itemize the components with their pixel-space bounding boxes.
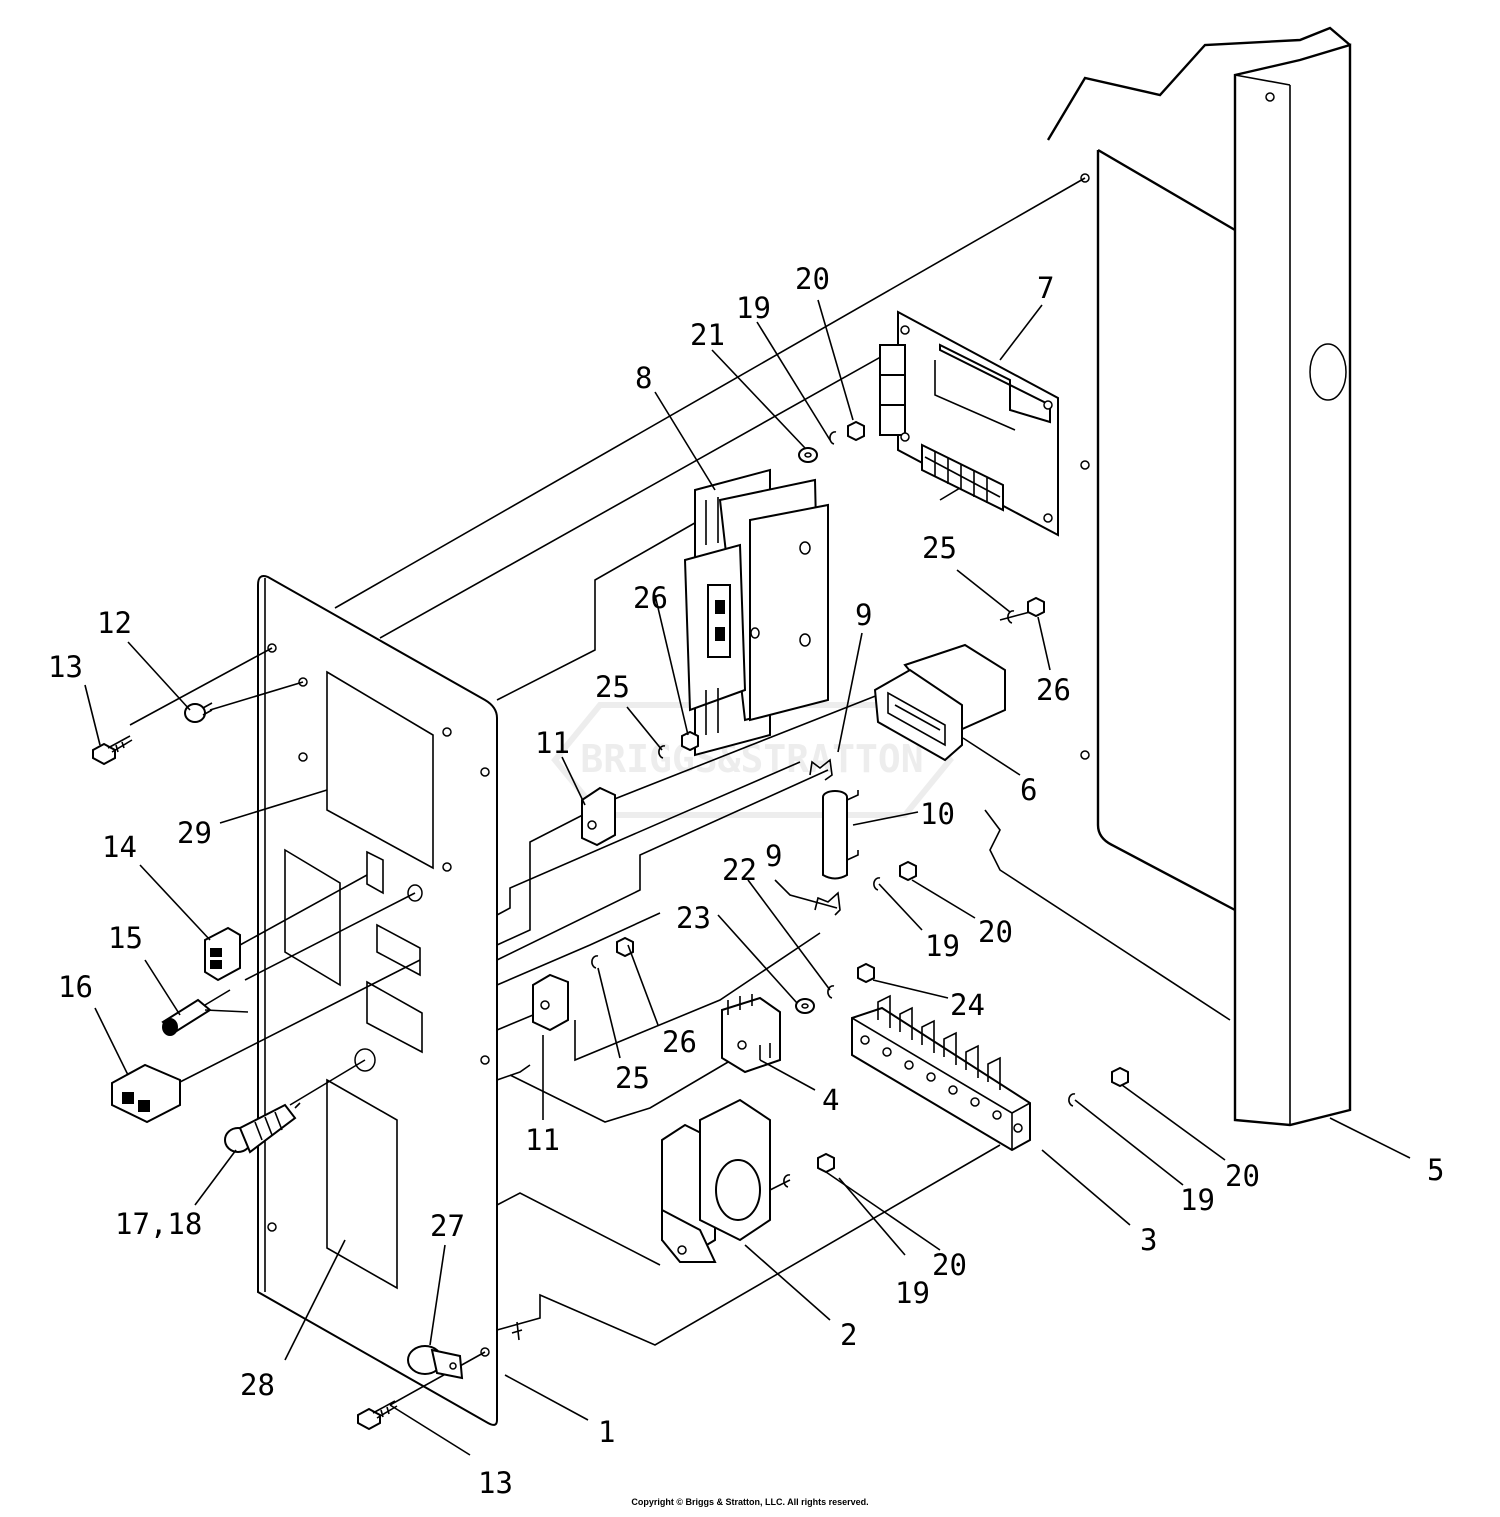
indicator-lamp-15 bbox=[161, 989, 249, 1036]
lock-washer-19-a bbox=[829, 431, 837, 445]
callout-13-top: 13 bbox=[48, 650, 83, 684]
hardware bbox=[92, 420, 1129, 1431]
callout-28: 28 bbox=[240, 1368, 275, 1402]
nut-20-c bbox=[1111, 1066, 1129, 1088]
callout-29: 29 bbox=[177, 816, 212, 850]
leader-lines bbox=[84, 299, 1411, 1456]
lock-washer-25-c bbox=[591, 955, 599, 969]
callout-20-d: 20 bbox=[932, 1248, 967, 1282]
callout-20-a: 20 bbox=[795, 262, 830, 296]
callout-6: 6 bbox=[1020, 773, 1037, 807]
nut-24 bbox=[857, 962, 875, 984]
callout-19-a: 19 bbox=[736, 291, 771, 325]
circuit-board-7 bbox=[879, 310, 1059, 537]
screw-13-bottom bbox=[357, 1400, 398, 1431]
lock-washer-19-d bbox=[783, 1174, 791, 1188]
callout-8: 8 bbox=[635, 361, 652, 395]
washer-21 bbox=[798, 447, 818, 463]
callout-1: 1 bbox=[598, 1415, 615, 1449]
standoff-11-lower bbox=[532, 973, 569, 1032]
lock-washer-19-b bbox=[873, 877, 881, 891]
relay-4 bbox=[721, 994, 781, 1074]
callout-14: 14 bbox=[102, 830, 137, 864]
switch-14 bbox=[204, 926, 241, 982]
callout-19-b: 19 bbox=[925, 929, 960, 963]
callout-7: 7 bbox=[1037, 271, 1054, 305]
watermark-text: BRIGGS&STRATTON bbox=[580, 737, 923, 781]
callout-19-d: 19 bbox=[895, 1276, 930, 1310]
callout-21: 21 bbox=[690, 318, 725, 352]
callout-13-bottom: 13 bbox=[478, 1466, 513, 1500]
callout-15: 15 bbox=[108, 921, 143, 955]
callout-20-b: 20 bbox=[978, 915, 1013, 949]
callout-25-a: 25 bbox=[922, 531, 957, 565]
nut-26-a bbox=[1027, 596, 1045, 618]
callout-11-lower: 11 bbox=[525, 1123, 560, 1157]
nut-26-b bbox=[681, 730, 699, 752]
callout-22: 22 bbox=[722, 853, 757, 887]
standoff-11-upper bbox=[581, 786, 616, 847]
nut-26-c bbox=[616, 936, 634, 958]
terminal-block-3 bbox=[851, 994, 1031, 1152]
front-panel bbox=[257, 575, 498, 1426]
callout-26-c: 26 bbox=[662, 1025, 697, 1059]
capacitor-10 bbox=[822, 790, 859, 880]
callout-11-upper: 11 bbox=[535, 726, 570, 760]
cable-clamp-27 bbox=[407, 1345, 464, 1380]
callout-12: 12 bbox=[97, 606, 132, 640]
callout-24: 24 bbox=[950, 988, 985, 1022]
lock-washer-22 bbox=[827, 985, 835, 999]
callout-26-b: 26 bbox=[1036, 673, 1071, 707]
clip-9-lower bbox=[814, 891, 841, 916]
lock-washer-19-c bbox=[1068, 1093, 1076, 1107]
breaker-8 bbox=[683, 468, 829, 757]
callout-26-a: 26 bbox=[633, 581, 668, 615]
hour-meter-6 bbox=[873, 643, 1006, 762]
callout-25-b: 25 bbox=[595, 670, 630, 704]
callout-25-c: 25 bbox=[615, 1061, 650, 1095]
copyright-notice: Copyright © Briggs & Stratton, LLC. All … bbox=[631, 1497, 869, 1507]
callout-2: 2 bbox=[840, 1318, 857, 1352]
callout-16: 16 bbox=[58, 970, 93, 1004]
callout-27: 27 bbox=[430, 1209, 465, 1243]
callout-9-upper: 9 bbox=[855, 598, 872, 632]
screw-13-top bbox=[92, 735, 133, 766]
rocker-switch-16 bbox=[111, 1063, 181, 1124]
fuse-holder-17-18 bbox=[224, 1102, 301, 1154]
lock-washer-25-a bbox=[1007, 610, 1015, 624]
callout-17-18: 17,18 bbox=[115, 1207, 202, 1241]
callout-19-c: 19 bbox=[1180, 1183, 1215, 1217]
callout-4: 4 bbox=[822, 1083, 839, 1117]
enclosure-frame bbox=[984, 26, 1352, 1127]
nut-20-a bbox=[847, 420, 865, 442]
clip-9-upper bbox=[809, 758, 833, 781]
callout-5: 5 bbox=[1427, 1153, 1444, 1187]
transformer-2 bbox=[661, 1098, 771, 1263]
callout-3: 3 bbox=[1140, 1223, 1157, 1257]
pin-12 bbox=[184, 702, 213, 723]
washer-23 bbox=[795, 998, 815, 1014]
lock-washer-25-b bbox=[658, 745, 666, 759]
nut-20-d bbox=[817, 1152, 835, 1174]
callout-9-lower: 9 bbox=[765, 839, 782, 873]
callout-23: 23 bbox=[676, 901, 711, 935]
callout-20-c: 20 bbox=[1225, 1159, 1260, 1193]
nut-20-b bbox=[899, 860, 917, 882]
callout-labels: 1 2 3 4 5 6 7 8 9 9 10 11 11 12 13 13 14… bbox=[48, 262, 1444, 1500]
callout-10: 10 bbox=[920, 797, 955, 831]
